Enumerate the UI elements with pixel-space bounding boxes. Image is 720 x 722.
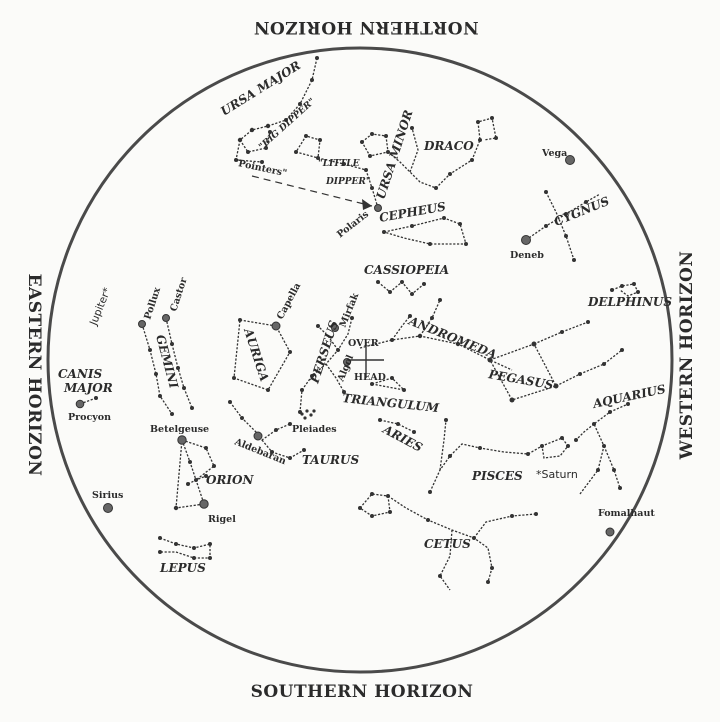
gemini-figure — [138, 314, 194, 416]
cygnus-label: CYGNUS — [552, 194, 612, 229]
pisces-label: PISCES — [471, 469, 523, 483]
mirfak-label: Mirfak — [338, 291, 362, 329]
cepheus-label: CEPHEUS — [378, 199, 447, 225]
capella-star — [271, 321, 281, 331]
pegasus-figure — [487, 320, 624, 403]
vega-label: Vega — [541, 148, 567, 159]
northern-horizon-label: NORTHERN HORIZON — [253, 17, 478, 37]
lepus-label: LEPUS — [159, 561, 206, 575]
canis-minor-figure — [75, 396, 98, 409]
southern-horizon-label: SOUTHERN HORIZON — [251, 682, 474, 702]
lepus-figure — [158, 536, 212, 560]
sirius-label: Sirius — [92, 490, 123, 501]
sky-boundary-circle — [46, 46, 674, 674]
taurus-label: TAURUS — [302, 453, 359, 467]
delphinus-figure — [610, 282, 640, 297]
sirius-star — [103, 503, 113, 513]
pleiades-cluster — [300, 409, 316, 420]
ursa-minor-figure — [294, 134, 382, 212]
pollux-label: Pollux — [142, 286, 163, 321]
cepheus-figure — [382, 216, 468, 246]
vega-star — [565, 155, 575, 165]
fomalhaut-star — [605, 527, 615, 537]
triangulum-label: TRIANGULUM — [342, 391, 441, 415]
perseus-figure — [298, 316, 354, 414]
aldebaran-star — [253, 431, 263, 441]
betelgeuse-star — [177, 435, 187, 445]
draco-figure — [360, 116, 498, 190]
algol-star — [343, 358, 351, 366]
auriga-label: AURIGA — [241, 326, 272, 384]
aquarius-label: AQUARIUS — [591, 382, 667, 411]
canis-major-label-line1: CANIS — [58, 367, 102, 381]
cassiopeia-figure — [376, 280, 426, 296]
deneb-star — [521, 235, 531, 245]
castor-label: Castor — [168, 275, 190, 312]
aries-figure — [378, 418, 416, 434]
orion-label: ORION — [206, 473, 254, 487]
castor-star — [162, 314, 170, 322]
procyon-label: Procyon — [68, 412, 111, 423]
ursa-minor-label: URSA MINOR — [374, 108, 416, 201]
pointers-arrowhead — [362, 199, 372, 210]
pointers-arrow — [251, 175, 373, 207]
taurus-figure — [228, 400, 306, 460]
pleiades-label: Pleiades — [292, 424, 337, 435]
deneb-label: Deneb — [510, 250, 544, 261]
delphinus-label: DELPHINUS — [587, 295, 672, 309]
polaris-label: Polaris — [335, 209, 371, 240]
western-horizon-label: WESTERN HORIZON — [677, 251, 697, 461]
pointers-label: "Pointers" — [232, 157, 288, 179]
ursa-major-label: URSA MAJOR — [218, 58, 303, 118]
fomalhaut-label: Fomalhaut — [598, 508, 655, 519]
cassiopeia-label: CASSIOPEIA — [364, 263, 449, 277]
triangulum-figure — [370, 376, 406, 392]
overhead-label-over: OVER — [348, 338, 379, 349]
auriga-figure — [232, 318, 292, 392]
draco-label: DRACO — [423, 139, 474, 153]
rigel-star — [199, 499, 209, 509]
rigel-label: Rigel — [208, 514, 236, 525]
capella-label: Capella — [275, 281, 303, 321]
big-dipper-label: "BIG DIPPER" — [257, 97, 317, 153]
cetus-figure — [358, 492, 538, 591]
polaris-star — [374, 204, 382, 212]
aquarius-figure — [574, 402, 630, 495]
little-dipper-label-line1: "LITTLE — [318, 159, 360, 169]
zenith-crosshair — [350, 342, 384, 378]
ursa-major-figure — [234, 56, 319, 164]
andromeda-figure — [359, 298, 513, 371]
saturn-label: *Saturn — [536, 468, 578, 481]
gemini-label: GEMINI — [153, 333, 181, 390]
overhead-label-head: HEAD — [354, 372, 386, 383]
jupiter-label: Jupiter* — [87, 286, 113, 328]
aldebaran-label: Aldebaran — [232, 436, 288, 467]
cetus-label: CETUS — [424, 537, 471, 551]
cygnus-figure — [521, 190, 601, 262]
little-dipper-label-line2: DIPPER" — [325, 177, 371, 187]
orion-figure — [173, 435, 216, 511]
pollux-star — [138, 320, 146, 328]
canis-major-label-line2: MAJOR — [63, 381, 113, 395]
betelgeuse-label: Betelgeuse — [150, 424, 209, 435]
eastern-horizon-label: EASTERN HORIZON — [24, 274, 44, 477]
pegasus-label: PEGASUS — [486, 367, 554, 392]
pisces-figure — [428, 418, 570, 494]
mirfak-star — [331, 324, 339, 332]
procyon-star — [75, 399, 85, 409]
